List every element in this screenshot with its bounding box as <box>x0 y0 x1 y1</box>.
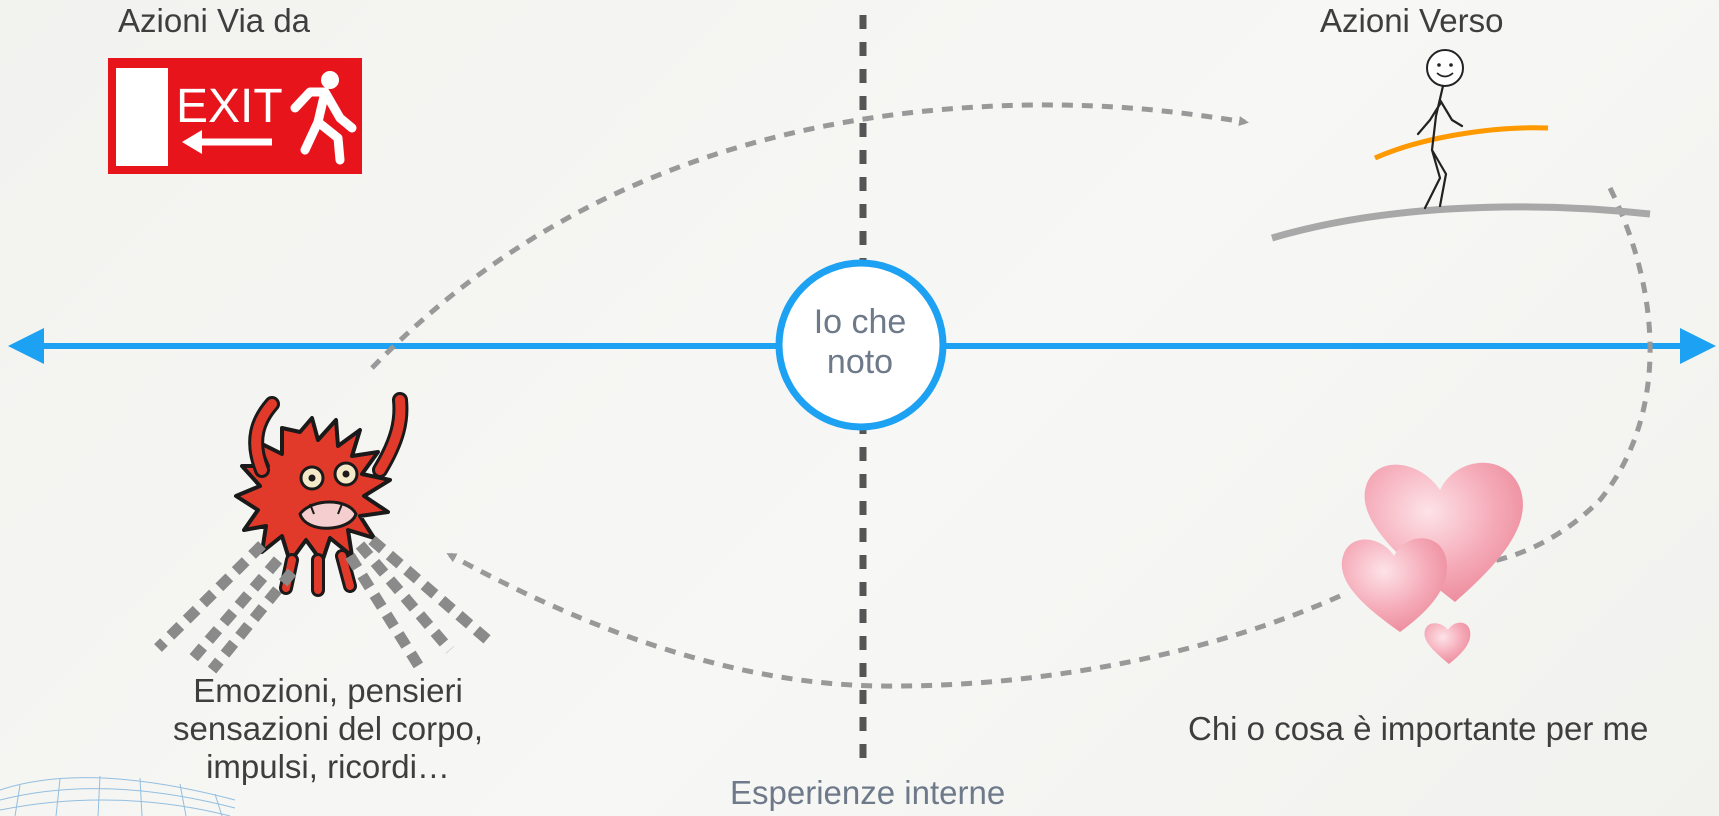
flow-arrow-to-inner-experiences <box>446 552 1342 689</box>
center-noticing-self-label: Io che noto <box>813 303 907 381</box>
globe-graphic-icon <box>0 775 236 816</box>
monster-icon <box>234 392 409 597</box>
inner-experiences-list-label: Emozioni, pensieri sensazioni del corpo,… <box>172 672 484 785</box>
exit-sign-text: EXIT <box>176 80 283 133</box>
axis-right-arrow-icon <box>1680 328 1716 364</box>
toward-actions-label: Azioni Verso <box>1320 2 1504 39</box>
inner-experiences-label: Esperienze interne <box>730 774 1006 811</box>
values-label: Chi o cosa è importante per me <box>1188 710 1649 747</box>
emanation-strokes <box>154 535 494 674</box>
flow-arrow-to-values <box>1466 186 1653 570</box>
axis-left-arrow-icon <box>8 328 44 364</box>
tightrope-walker-icon <box>1271 49 1651 242</box>
center-circle <box>775 259 947 431</box>
flow-arrow-to-toward-actions <box>370 102 1249 370</box>
away-actions-label: Azioni Via da <box>118 2 311 39</box>
exit-sign-icon: EXIT <box>108 58 362 174</box>
hearts-icon <box>1341 462 1523 664</box>
